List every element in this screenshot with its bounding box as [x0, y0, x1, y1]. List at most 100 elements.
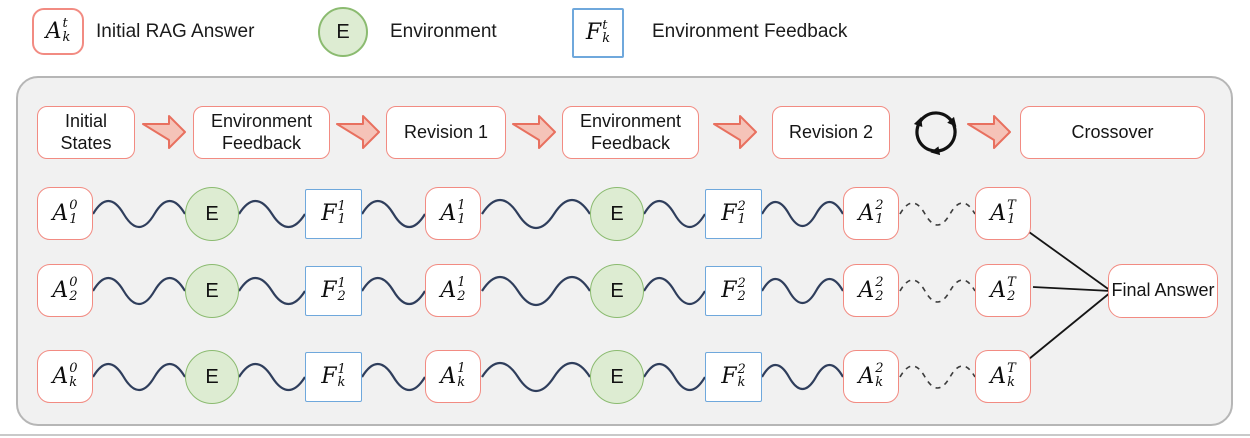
environment-node: E — [185, 264, 239, 318]
symbol-main: A — [990, 363, 1007, 389]
symbol-main: E — [205, 279, 219, 302]
symbol-main: F — [321, 201, 337, 226]
symbol-main: F — [585, 20, 602, 45]
symbol-main: E — [205, 202, 219, 225]
symbol-main: A — [45, 18, 62, 44]
symbol-sub: 2 — [337, 289, 346, 304]
symbol-main: A — [440, 363, 457, 389]
symbol-main: E — [205, 365, 219, 388]
symbol-sub: 2 — [457, 288, 466, 304]
legend-initial-rag-answer-label: Initial RAG Answer — [96, 21, 255, 42]
flow-arrow-icon — [512, 115, 556, 149]
symbol-main: E — [610, 279, 624, 302]
stage-crossover: Crossover — [1020, 106, 1205, 159]
symbol-main: A — [990, 200, 1007, 226]
flow-arrow-icon — [336, 115, 380, 149]
symbol-main: A — [440, 200, 457, 226]
final-answer-box: Final Answer — [1108, 264, 1218, 318]
symbol-sub: k — [875, 374, 884, 390]
symbol-sup: T — [1007, 361, 1016, 377]
symbol-main: F — [321, 278, 337, 303]
figure-bottom-rule — [0, 434, 1250, 436]
stage-environment-feedback-1: Environment Feedback — [193, 106, 330, 159]
symbol-sub: 1 — [1007, 211, 1016, 227]
environment-node: E — [185, 187, 239, 241]
symbol-sub: 2 — [875, 288, 884, 304]
stage-initial-states: Initial States — [37, 106, 135, 159]
symbol-sub: 1 — [457, 211, 466, 227]
environment-node: E — [185, 350, 239, 404]
symbol-sup: 0 — [69, 361, 78, 377]
symbol-sup: 2 — [737, 361, 746, 377]
symbol-sub: 1 — [337, 212, 346, 227]
symbol-sup: t — [62, 16, 68, 32]
symbol-sub: 2 — [737, 289, 746, 304]
symbol-sub: 2 — [69, 288, 78, 304]
symbol-sup: 1 — [337, 198, 346, 214]
symbol-main: A — [858, 200, 875, 226]
symbol-sup: 2 — [875, 361, 884, 377]
symbol-sup: T — [1007, 198, 1016, 214]
symbol-sup: 0 — [69, 275, 78, 291]
symbol-sup: 1 — [457, 361, 466, 377]
flow-arrow-icon — [142, 115, 186, 149]
symbol-main: A — [858, 363, 875, 389]
legend-environment-symbol: E — [318, 7, 368, 57]
symbol-sup: 2 — [875, 198, 884, 214]
environment-node: E — [590, 350, 644, 404]
symbol-sub: 1 — [737, 212, 746, 227]
stage-revision-1: Revision 1 — [386, 106, 506, 159]
symbol-sup: T — [1007, 275, 1016, 291]
symbol-sub: k — [737, 375, 746, 390]
cycle-icon — [907, 111, 964, 161]
symbol-main: A — [440, 277, 457, 303]
symbol-sup: 2 — [737, 198, 746, 214]
aggregation-lines — [1028, 231, 1112, 360]
symbol-main: A — [52, 363, 69, 389]
symbol-sup: 0 — [69, 198, 78, 214]
symbol-main: F — [721, 278, 737, 303]
symbol-main: F — [721, 201, 737, 226]
symbol-sub: k — [62, 29, 71, 45]
symbol-sub: k — [602, 31, 611, 46]
symbol-main: F — [321, 364, 337, 389]
environment-node: E — [590, 264, 644, 318]
symbol-sup: 1 — [337, 275, 346, 291]
symbol-main: E — [610, 365, 624, 388]
legend-environment-feedback-label: Environment Feedback — [652, 21, 848, 42]
symbol-sup: 2 — [737, 275, 746, 291]
symbol-sub: k — [337, 375, 346, 390]
symbol-main: E — [610, 202, 624, 225]
legend-environment-label: Environment — [390, 21, 497, 42]
stage-revision-2: Revision 2 — [772, 106, 890, 159]
symbol-sub: 2 — [1007, 288, 1016, 304]
symbol-main: A — [990, 277, 1007, 303]
symbol-sub: k — [1007, 374, 1015, 390]
symbol-sup: 1 — [337, 361, 346, 377]
symbol-main: A — [52, 200, 69, 226]
stage-environment-feedback-2: Environment Feedback — [562, 106, 699, 159]
symbol-sup: t — [602, 17, 608, 33]
symbol-main: E — [336, 20, 350, 43]
symbol-main: F — [721, 364, 737, 389]
